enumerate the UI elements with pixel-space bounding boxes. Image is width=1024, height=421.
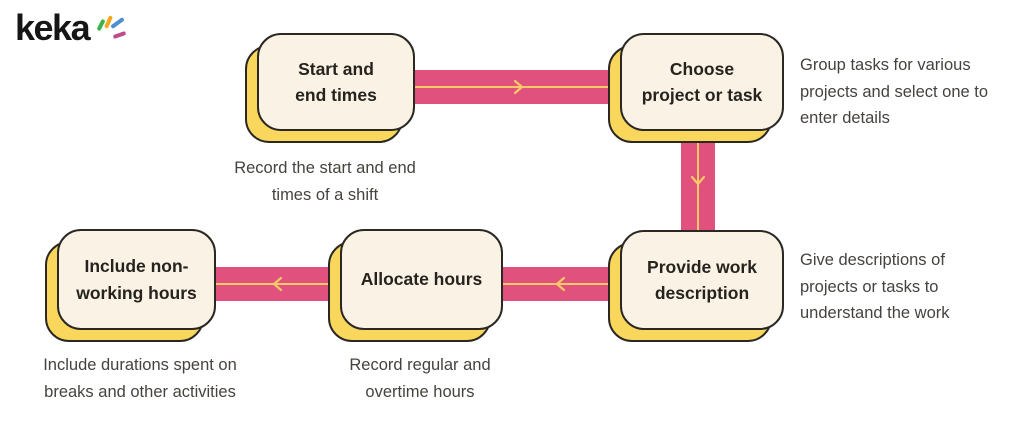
node-work-description: Provide work description: [608, 230, 784, 342]
arrow-description-to-allocate: [500, 267, 622, 301]
arrow-accent-line: [500, 283, 622, 285]
node-title: Choose project or task: [620, 33, 784, 131]
chevron-left-icon: [551, 274, 571, 294]
node-start-end-times: Start and end times: [245, 33, 415, 143]
node-non-working-hours: Include non- working hours: [45, 229, 216, 342]
arrow-accent-line: [413, 86, 622, 88]
node-title: Start and end times: [257, 33, 415, 131]
caption-choose-project: Group tasks for various projects and sel…: [800, 56, 989, 128]
arrow-allocate-to-nonworking: [214, 267, 342, 301]
arrow-choose-to-description: [681, 128, 715, 232]
chevron-right-icon: [508, 77, 528, 97]
chevron-down-icon: [688, 170, 708, 190]
keka-logo-text: keka: [15, 7, 91, 48]
caption-non-working-hours: Include durations spent on breaks and ot…: [43, 356, 237, 401]
node-allocate-hours: Allocate hours: [328, 229, 503, 342]
arrow-start-to-choose: [413, 70, 622, 104]
arrow-accent-line: [214, 283, 342, 285]
node-title: Provide work description: [620, 230, 784, 330]
arrow-accent-line: [697, 128, 699, 232]
node-title: Allocate hours: [340, 229, 503, 330]
chevron-left-icon: [268, 274, 288, 294]
caption-start-end-times: Record the start and end times of a shif…: [234, 159, 416, 204]
keka-logo: keka: [15, 4, 127, 52]
caption-allocate-hours: Record regular and overtime hours: [349, 356, 491, 401]
caption-work-description: Give descriptions of projects or tasks t…: [800, 251, 950, 323]
node-choose-project: Choose project or task: [608, 33, 784, 143]
node-title: Include non- working hours: [57, 229, 216, 330]
